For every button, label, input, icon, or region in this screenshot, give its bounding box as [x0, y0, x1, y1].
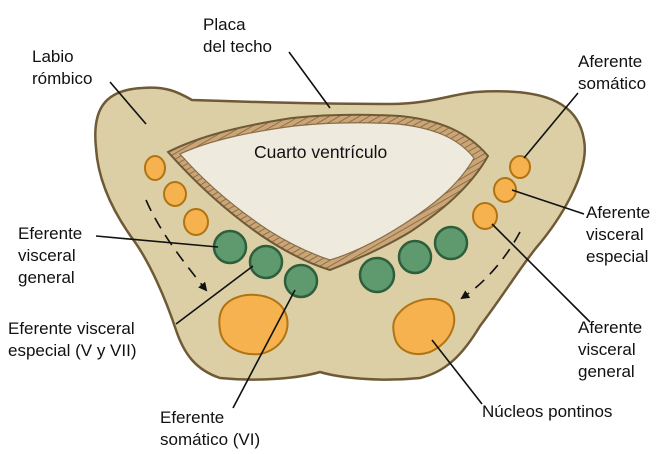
label-fourth-ventricle: Cuarto ventrículo	[254, 142, 387, 162]
nucleus-somatic-efferent-right	[360, 258, 394, 292]
label-general-visceral-efferent: Eferente visceral general	[18, 224, 87, 287]
label-pontine-nuclei: Núcleos pontinos	[482, 402, 612, 421]
nucleus-somatic-afferent-right	[510, 156, 530, 178]
label-general-visceral-afferent: Aferente visceral general	[578, 318, 647, 381]
nucleus-somatic-efferent-left	[285, 265, 317, 297]
label-roof-plate: Placa del techo	[203, 15, 272, 56]
label-somatic-efferent: Eferente somático (VI)	[160, 408, 260, 449]
nucleus-general-visceral-efferent-left	[214, 231, 246, 263]
label-rhombic-lip: Labio rómbico	[32, 47, 92, 88]
nucleus-somatic-afferent-left	[145, 156, 165, 180]
label-special-visceral-efferent: Eferente visceral especial (V y VII)	[8, 319, 139, 360]
nucleus-special-visceral-efferent-left	[250, 246, 282, 278]
label-somatic-afferent: Aferente somático	[578, 52, 647, 93]
nucleus-special-visceral-afferent-left	[164, 182, 186, 206]
leader-roof-plate	[289, 52, 330, 108]
nucleus-general-visceral-afferent-left	[184, 209, 208, 235]
nucleus-special-visceral-efferent-right	[399, 241, 431, 273]
nucleus-general-visceral-efferent-right	[435, 227, 467, 259]
label-special-visceral-afferent: Aferente visceral especial	[586, 203, 655, 266]
